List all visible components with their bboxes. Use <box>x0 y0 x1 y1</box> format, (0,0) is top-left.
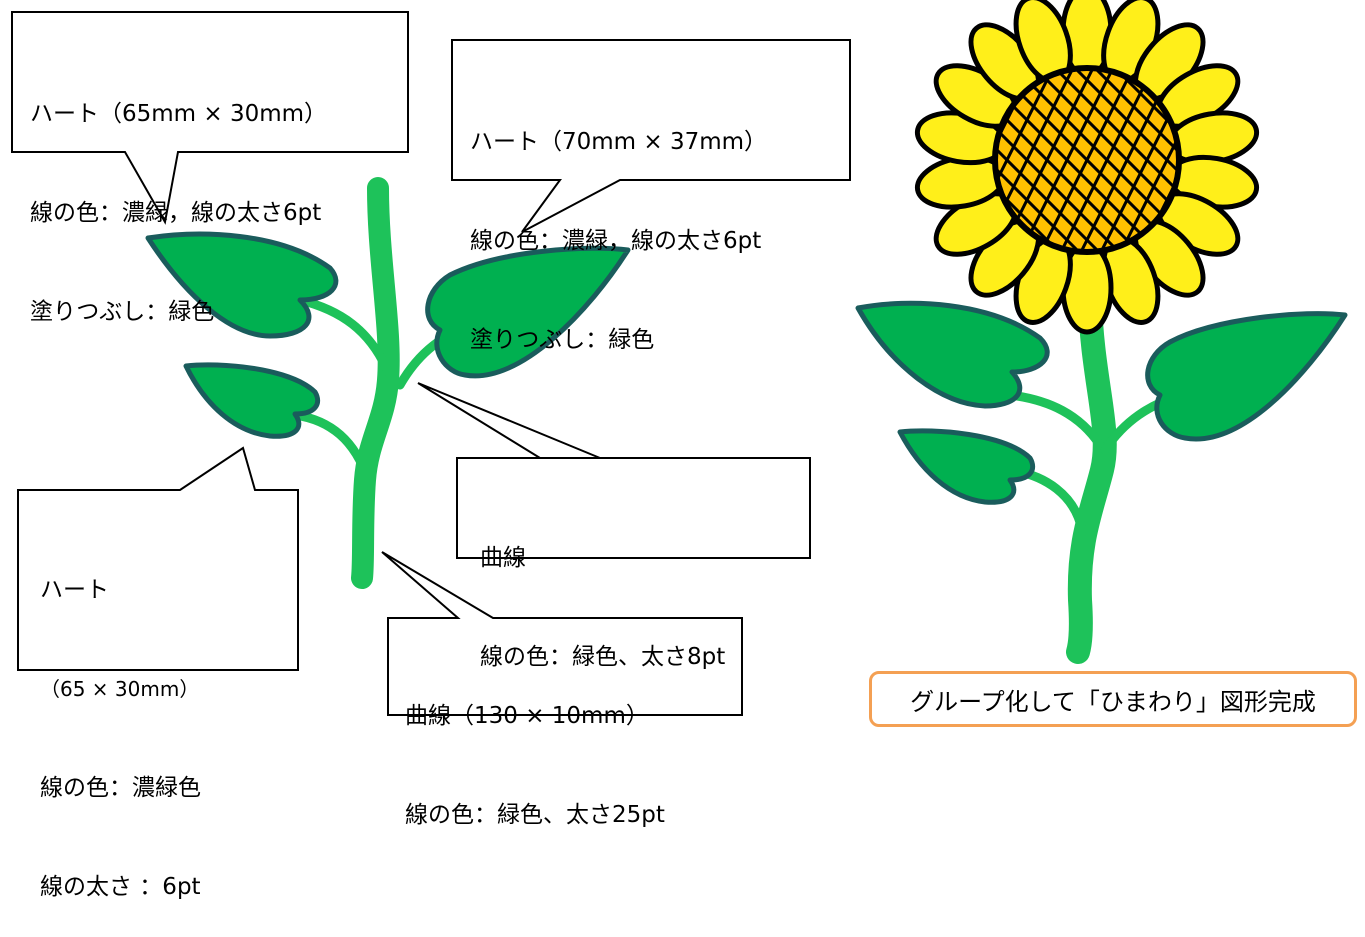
sunflower-leaf-left <box>855 300 1050 409</box>
callout-middle-right-shape <box>417 382 811 559</box>
callout-top-right-line-2: 線の色：濃緑，線の太さ6pt <box>470 228 762 254</box>
callout-bottom-left-shape <box>17 446 299 671</box>
callout-top-right-line-1: ハート（70mm × 37mm） <box>470 129 768 155</box>
callout-bottom-left-text: ハート （65 × 30mm） 線の色：濃緑色 線の太さ ：6pt <box>40 508 201 937</box>
callout-bottom-middle-text: 曲線（130 × 10mm） 線の色：緑色、太さ25pt <box>405 634 665 865</box>
branch-curve-upper-left <box>295 295 393 377</box>
sunflower-stem <box>1066 288 1117 664</box>
sunflower-branch-left <box>1005 390 1105 450</box>
callout-bottom-middle-line-2: 線の色：緑色、太さ25pt <box>405 802 665 828</box>
callout-bottom-left-line-3: 線の色：濃緑色 <box>40 775 201 801</box>
callout-top-left-line-2: 線の色：濃緑，線の太さ6pt <box>30 200 322 226</box>
illustration-canvas <box>11 0 1348 716</box>
callout-middle-right-line-2: 線の色：緑色、太さ8pt <box>480 644 726 670</box>
callout-bottom-middle-line-1: 曲線（130 × 10mm） <box>405 703 649 729</box>
callout-top-right-line-3: 塗りつぶし：緑色 <box>470 327 655 353</box>
leaf-right <box>425 245 631 379</box>
callout-bottom-middle-shape <box>381 551 743 716</box>
main-stem-curve <box>351 177 400 589</box>
callout-top-left-line-3: 塗りつぶし：緑色 <box>30 299 215 325</box>
completion-label: グループ化して「ひまわり」図形完成 <box>869 671 1357 727</box>
callout-top-right-text: ハート（70mm × 37mm） 線の色：濃緑，線の太さ6pt 塗りつぶし：緑色 <box>470 60 767 390</box>
callout-top-right-shape <box>451 39 851 233</box>
leaf-lower-left <box>183 362 321 439</box>
callout-bottom-left-line-1: ハート <box>40 577 109 603</box>
callout-top-left-shape <box>11 11 409 225</box>
callout-bottom-left-line-4: 線の太さ ：6pt <box>40 874 201 900</box>
callout-middle-right-line-1: 曲線 <box>480 545 526 571</box>
callout-top-left-text: ハート（65mm × 30mm） 線の色：濃緑，線の太さ6pt 塗りつぶし：緑色 <box>30 32 327 362</box>
callout-top-left-line-1: ハート（65mm × 30mm） <box>30 101 328 127</box>
sunflower-leaf-lower <box>897 428 1036 505</box>
callout-bottom-left-line-2: （65 × 30mm） <box>40 677 200 701</box>
sunflower-leaf-right <box>1145 311 1348 442</box>
sunflower-head <box>914 0 1260 335</box>
branch-curve-lower-left <box>290 410 373 485</box>
leaf-upper-left <box>145 231 339 339</box>
callout-middle-right-text: 曲線 線の色：緑色、太さ8pt <box>480 476 725 707</box>
